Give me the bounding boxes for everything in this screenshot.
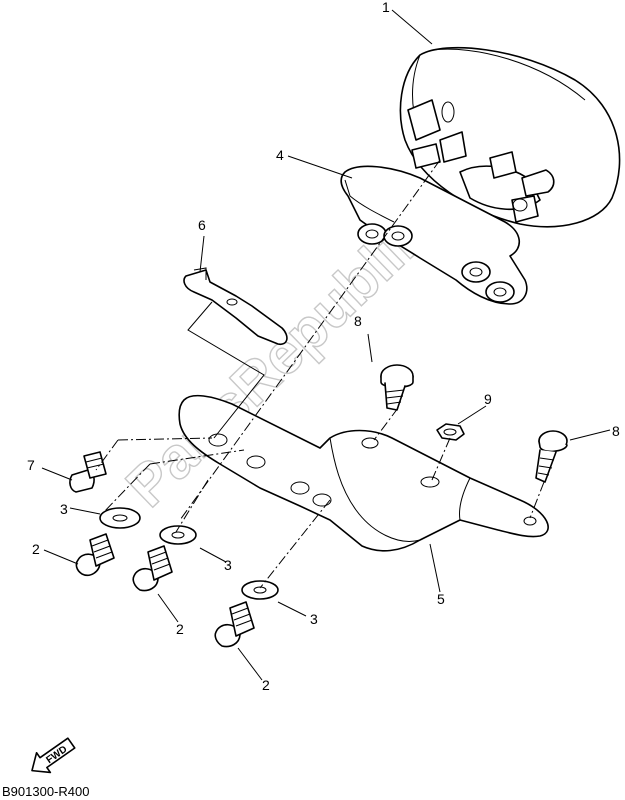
fwd-arrow-icon: FWD bbox=[31, 737, 76, 774]
callout-3-b: 3 bbox=[224, 557, 232, 573]
callout-2-b: 2 bbox=[176, 621, 184, 637]
callouts: 1 4 6 8 9 8 7 3 2 3 2 3 2 5 bbox=[27, 0, 620, 693]
callout-9: 9 bbox=[484, 391, 492, 407]
washer-3-b bbox=[159, 525, 197, 545]
washer-3-a bbox=[99, 507, 141, 529]
clip-reference-lines bbox=[187, 301, 265, 439]
meter-stay bbox=[178, 394, 549, 552]
callout-6: 6 bbox=[198, 217, 206, 233]
callout-7: 7 bbox=[27, 457, 35, 473]
meter-assembly bbox=[399, 46, 621, 228]
center-lines bbox=[95, 159, 545, 589]
callout-5: 5 bbox=[437, 591, 445, 607]
washer-3-c bbox=[241, 580, 279, 600]
clip bbox=[183, 267, 288, 346]
screw-2-a bbox=[75, 533, 115, 577]
callout-3-a: 3 bbox=[60, 501, 68, 517]
screw-2-c bbox=[214, 601, 255, 648]
callout-2-a: 2 bbox=[32, 541, 40, 557]
nut-9 bbox=[436, 423, 465, 441]
callout-3-c: 3 bbox=[310, 611, 318, 627]
callout-8-left: 8 bbox=[354, 313, 362, 329]
screw-8-right bbox=[535, 430, 568, 483]
bolt-7 bbox=[69, 451, 107, 493]
callout-1: 1 bbox=[382, 0, 390, 15]
meter-bracket bbox=[340, 165, 528, 305]
screw-8-left bbox=[380, 364, 414, 411]
diagram-code: B901300-R400 bbox=[2, 784, 89, 799]
callout-2-c: 2 bbox=[262, 677, 270, 693]
callout-4: 4 bbox=[276, 147, 284, 163]
screw-2-b bbox=[132, 545, 173, 592]
callout-8-right: 8 bbox=[612, 423, 620, 439]
leader-lines bbox=[41, 9, 611, 681]
